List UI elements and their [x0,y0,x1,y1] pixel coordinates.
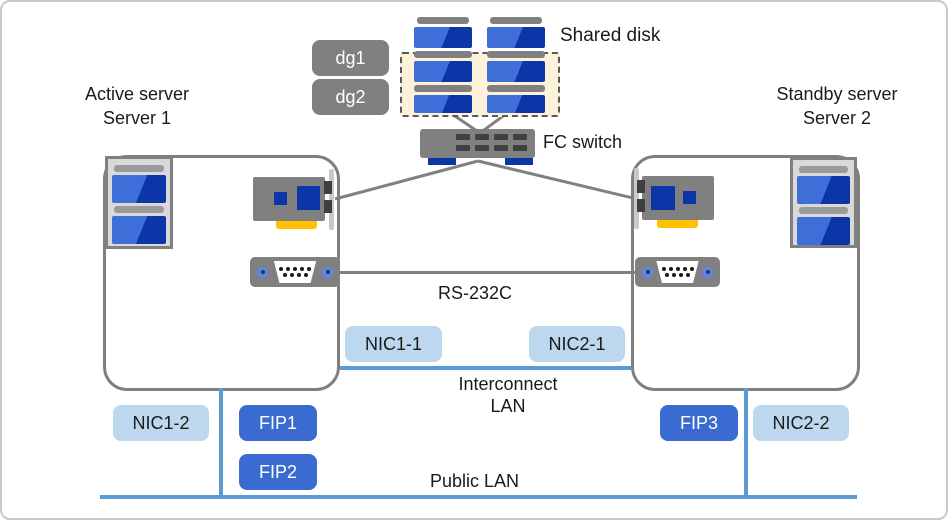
active-server-role: Active server [84,84,190,104]
server2-nic2-badge: NIC2-2 [753,405,849,441]
server2-nic1-badge: NIC2-1 [529,326,625,362]
server1-hba-card-icon [253,169,337,231]
fip3-badge: FIP3 [660,405,738,441]
interconnect-lan-label: Interconnect LAN [458,374,558,416]
server1-nic1-badge: NIC1-1 [345,326,442,362]
standby-server-role: Standby server [776,84,898,104]
standby-server-title: Standby server Server 2 [757,82,917,130]
standby-server-name: Server 2 [802,108,872,128]
shared-disk-label: Shared disk [560,25,661,46]
public-lan-label: Public LAN [430,471,520,491]
server1-serial-port-icon [250,257,340,287]
active-server-title: Active server Server 1 [57,82,217,130]
fc-switch-label: FC switch [543,132,623,152]
active-server-name: Server 1 [102,108,172,128]
interconnect-lan-line [340,366,631,370]
server2-hba-card-icon [633,168,717,230]
server2-public-lan-drop-line [744,388,748,498]
fc-switch-icon [420,129,535,165]
server1-public-lan-drop-line [219,388,223,498]
server2-disk-icon [790,157,857,248]
server1-nic2-badge: NIC1-2 [113,405,209,441]
fip1-badge: FIP1 [239,405,317,441]
shared-disk-stack-left-icon [414,17,472,116]
disk-group-dg1-badge: dg1 [312,40,389,76]
rs232c-label: RS-232C [438,283,513,303]
disk-group-dg2-badge: dg2 [312,79,389,115]
public-lan-line [100,495,857,499]
rs232c-line [337,271,637,274]
fip2-badge: FIP2 [239,454,317,490]
server2-serial-port-icon [635,257,720,287]
server1-disk-icon [105,156,173,249]
shared-disk-stack-right-icon [487,17,545,116]
